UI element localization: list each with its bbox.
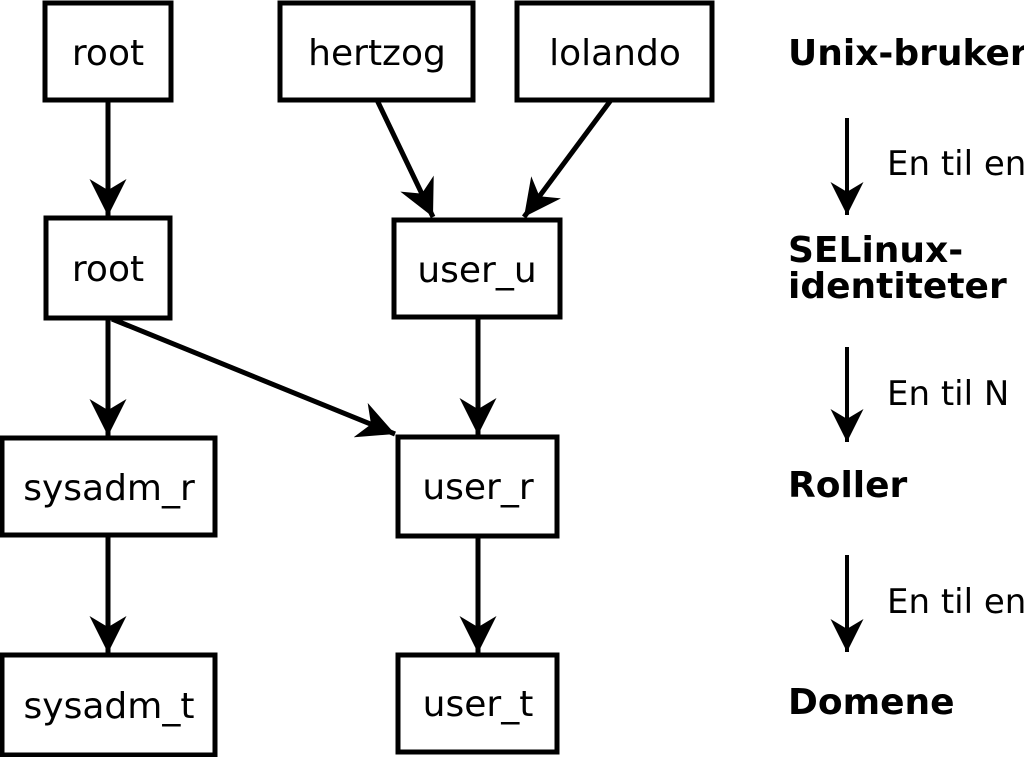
node-sysadm-r-box xyxy=(0,435,218,538)
node-unix-root-box xyxy=(42,0,174,103)
node-selinux-root-label: root xyxy=(72,249,144,290)
node-sysadm-r: sysadm_r xyxy=(0,435,218,538)
node-user-r-box xyxy=(395,434,560,539)
legend-selinux-label-line2: identiteter xyxy=(788,266,1007,307)
node-user-u-box xyxy=(391,217,563,320)
legend-relation-one-to-one-1: En til en xyxy=(887,144,1024,184)
node-lolando: lolando xyxy=(514,0,715,103)
node-lolando-box xyxy=(514,0,715,103)
edge-lolando-to-user-u xyxy=(521,98,614,219)
node-user-u-label: user_u xyxy=(417,250,536,291)
node-lolando-label: lolando xyxy=(549,33,681,74)
node-sysadm-r-label: sysadm_r xyxy=(23,468,195,509)
legend-relation-one-to-n: En til N xyxy=(887,374,1009,414)
edge-hertzog-to-user-u xyxy=(374,98,436,219)
node-selinux-root: root xyxy=(43,215,173,321)
node-sysadm-t: sysadm_t xyxy=(0,652,218,757)
legend: Unix-brukere En til en SELinux- identite… xyxy=(788,33,1024,723)
node-user-r-label: user_r xyxy=(422,467,534,508)
legend-relation-one-to-one-2: En til en xyxy=(887,582,1024,622)
legend-roles-label: Roller xyxy=(788,465,908,506)
node-user-t-label: user_t xyxy=(423,684,534,725)
node-user-t-box xyxy=(395,652,560,755)
node-hertzog-label: hertzog xyxy=(308,33,446,74)
node-user-t: user_t xyxy=(395,652,560,755)
node-user-r: user_r xyxy=(395,434,560,539)
legend-unix-users-label: Unix-brukere xyxy=(788,33,1024,74)
legend-selinux-label-line1: SELinux- xyxy=(788,230,963,271)
node-user-u: user_u xyxy=(391,217,563,320)
node-unix-root-label: root xyxy=(72,33,144,74)
node-hertzog-box xyxy=(277,0,476,103)
node-selinux-root-box xyxy=(43,215,173,321)
node-hertzog: hertzog xyxy=(277,0,476,103)
node-sysadm-t-box xyxy=(0,652,218,757)
node-unix-root: root xyxy=(42,0,174,103)
edge-selinux-root-to-user-r xyxy=(111,316,396,438)
node-sysadm-t-label: sysadm_t xyxy=(24,686,195,727)
legend-domains-label: Domene xyxy=(788,682,955,723)
